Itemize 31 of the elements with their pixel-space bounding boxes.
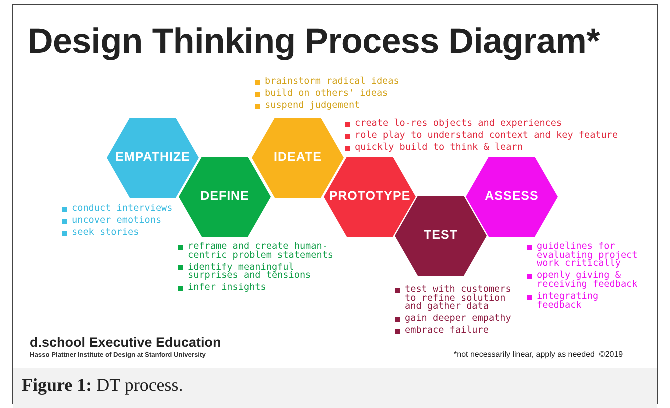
bullet-text: guidelines for evaluating project work critically — [537, 243, 639, 269]
bullet-text: integrating feedback — [537, 292, 600, 310]
step-label: DEFINE — [200, 189, 250, 203]
bullet-text: build on others' ideas — [265, 90, 390, 99]
bullet-text: infer insights — [188, 284, 268, 293]
bullet-text: quickly build to think & learn — [355, 144, 524, 153]
step-label: PROTOTYPE — [328, 189, 412, 203]
bullet-text: seek stories — [72, 229, 140, 238]
step-label: TEST — [423, 228, 459, 242]
step-label: EMPATHIZE — [114, 150, 192, 164]
hexagon-step — [107, 118, 199, 198]
bullet-text: role play to understand context and key feature — [355, 132, 620, 141]
step-label: IDEATE — [273, 150, 323, 164]
footnote: *not necessarily linear, apply as needed ©2019 — [454, 350, 624, 359]
organization-name: d.school Executive Education — [30, 335, 222, 350]
bullet-text: uncover emotions — [72, 217, 163, 226]
step-label: ASSESS — [484, 189, 540, 203]
figure-caption: Figure 1: DT process. — [22, 375, 184, 396]
bullet-text: conduct interviews — [72, 205, 174, 214]
bullet-text: identify meaningful surprises and tensions — [188, 264, 312, 281]
diagram-title: Design Thinking Process Diagram* — [28, 22, 600, 62]
hexagon-step — [466, 157, 558, 237]
bullet-text: suspend judgement — [265, 102, 362, 111]
bullet-text: gain deeper empathy — [405, 315, 512, 324]
bullet-text: test with customers to refine solution and gather data — [405, 286, 512, 312]
bullet-text: embrace failure — [405, 327, 490, 336]
bullet-text: reframe and create human-centric problem statements — [188, 243, 334, 260]
bullet-text: openly giving & receiving feedback — [537, 272, 639, 290]
bullet-text: brainstorm radical ideas — [265, 78, 400, 87]
hexagon-step — [324, 157, 416, 237]
bullet-text: create lo-res objects and experiences — [355, 120, 564, 129]
